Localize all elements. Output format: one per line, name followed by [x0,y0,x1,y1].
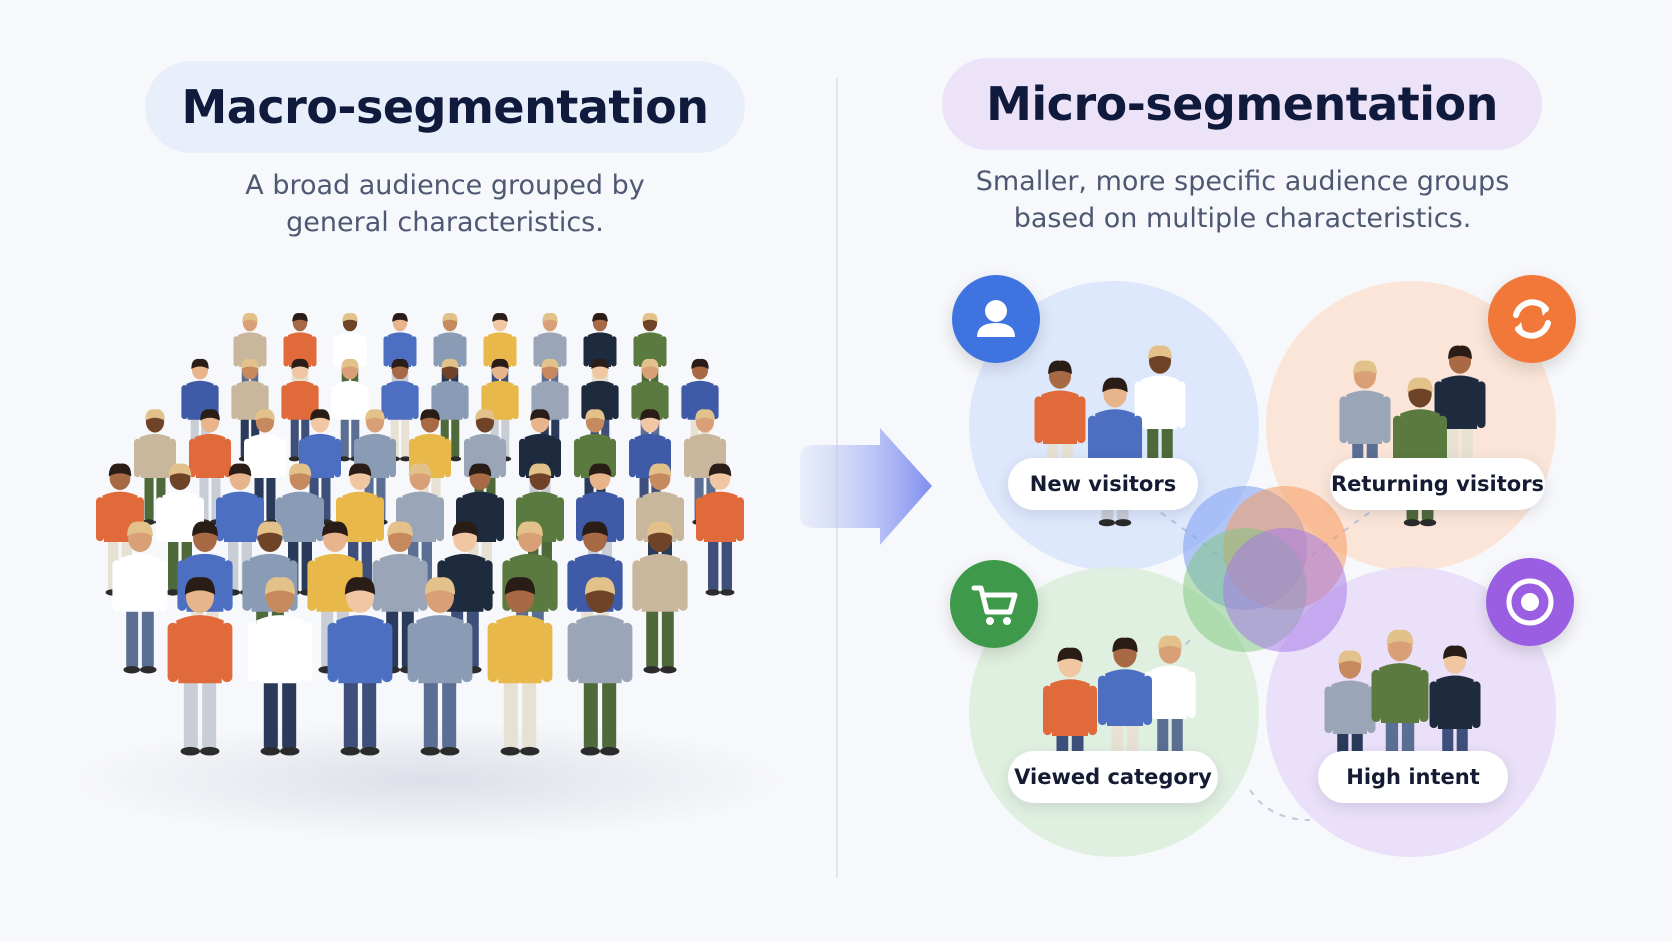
macro-subtitle-line-1: A broad audience grouped by [245,170,645,201]
crowd-person-5-1 [247,577,313,756]
arrow-right-icon [800,428,932,545]
micro-segmentation-subtitle: Smaller, more specific audience groups b… [900,163,1585,237]
macro-segmentation-title: Macro-segmentation [145,61,745,153]
micro-subtitle-line-1: Smaller, more specific audience groups [975,166,1510,197]
cart-icon [950,560,1038,648]
crowd-person-4-0 [112,521,168,674]
segment-label-returning-visitors: Returning visitors [1330,458,1545,510]
user-icon [952,275,1040,363]
crowd-person-5-3 [407,577,473,756]
refresh-icon [1488,275,1576,363]
micro-segmentation-title: Micro-segmentation [942,58,1542,150]
crowd-person-1-3 [331,358,369,462]
crowd-person-3-10 [696,463,744,596]
target-icon [1486,558,1574,646]
crowd-person-5-4 [487,577,553,756]
crowd-person-2-8 [574,409,616,525]
segment-label-viewed-category: Viewed category [1008,751,1218,803]
crowd-person-5-0 [167,577,233,756]
crowd-person-4-8 [632,521,688,674]
segment-label-new-visitors: New visitors [1008,458,1198,510]
macro-segmentation-subtitle: A broad audience grouped by general char… [145,167,745,241]
segment-label-high-intent: High intent [1318,751,1508,803]
crowd-person-5-5 [567,577,633,756]
micro-subtitle-line-2: based on multiple characteristics. [1013,203,1472,234]
crowd-person-5-2 [327,577,393,756]
overlap-center [1183,486,1347,652]
crowd-illustration [96,312,744,756]
crowd-person-2-1 [189,409,231,525]
macro-subtitle-line-2: general characteristics. [286,207,604,238]
